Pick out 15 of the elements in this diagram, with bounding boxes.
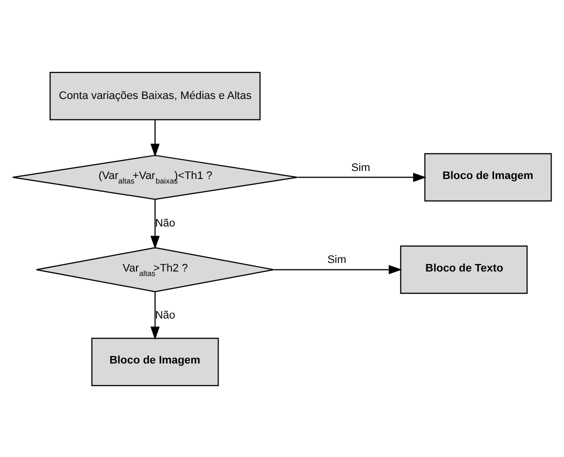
arrow [274,264,402,274]
node-box: Conta variações Baixas, Médias e Altas [50,71,261,120]
node-box: Bloco de Texto [400,244,528,294]
edge-label: Não [155,309,176,322]
node-diamond: Var$_{altas}$>Th2 ? [36,246,274,292]
edge-label: Não [155,216,176,229]
arrow [298,172,426,182]
node-box: Bloco de Imagem [91,337,219,386]
edge-label: Sim [351,161,370,174]
arrow [150,198,160,249]
arrow [150,120,160,156]
node-diamond: (Var$_{altas}$+Var$_{baixas}$)<Th1 ? [12,154,298,200]
edge-label: Sim [327,254,346,266]
node-box: Bloco de Imagem [424,152,552,202]
arrow [150,291,160,340]
